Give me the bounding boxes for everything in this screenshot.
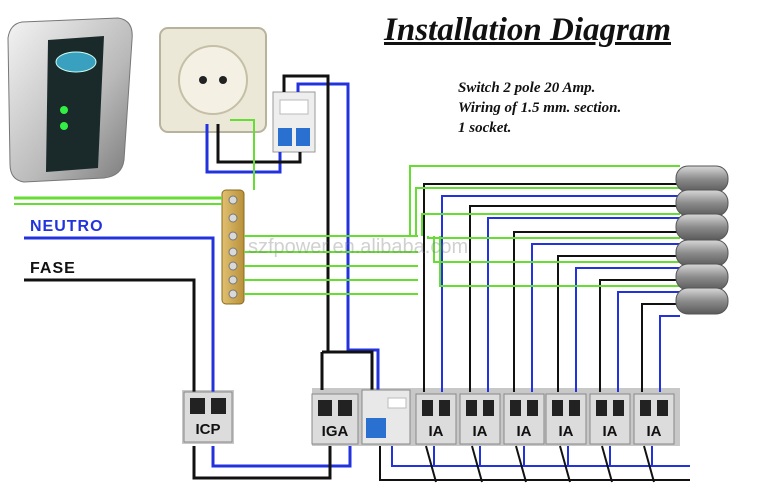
- ia-breaker-1-label: IA: [429, 423, 444, 440]
- phase-wires: [24, 74, 690, 483]
- icp-breaker: ICP: [183, 391, 233, 443]
- cable-end-2: [675, 189, 729, 217]
- circuit-earth-wires: [230, 119, 680, 295]
- ia-breaker-5-label: IA: [603, 423, 618, 440]
- earth-bus-bar-icon: [221, 189, 245, 305]
- phase-label: FASE: [30, 260, 76, 277]
- spec-notes: Switch 2 pole 20 Amp. Wiring of 1.5 mm. …: [458, 78, 621, 138]
- icp-breaker-label: ICP: [195, 421, 220, 438]
- ia-breaker-5: IA: [589, 393, 631, 445]
- spec-note-switch: Switch 2 pole 20 Amp.: [458, 80, 596, 96]
- ia-breaker-6: IA: [633, 393, 675, 445]
- watermark-text: szfpower.en.alibaba.com: [248, 236, 469, 258]
- ia-breaker-3-label: IA: [517, 423, 532, 440]
- neutral-label: NEUTRO: [30, 218, 104, 235]
- ia-breaker-4-label: IA: [559, 423, 574, 440]
- power-saver-device-icon: [7, 17, 133, 183]
- cable-end-5: [675, 263, 729, 291]
- cable-end-6: [675, 287, 729, 315]
- cable-end-1: [675, 165, 729, 193]
- cable-end-4: [675, 239, 729, 267]
- ia-breaker-2-label: IA: [473, 423, 488, 440]
- breaker-row: ICP IGA IA IA IA IA IA IA: [183, 389, 675, 445]
- ia-breaker-2: IA: [459, 393, 501, 445]
- ia-breaker-1: IA: [415, 393, 457, 445]
- neutral-wires: [24, 82, 690, 468]
- iga-breaker: IGA: [311, 393, 359, 445]
- ia-breaker-3: IA: [503, 393, 545, 445]
- iga-breaker-label: IGA: [322, 423, 349, 440]
- wall-socket-icon: [159, 27, 267, 133]
- spec-note-socket: 1 socket.: [458, 120, 512, 136]
- diagram-title: Installation Diagram: [384, 12, 671, 48]
- cable-end-3: [675, 213, 729, 241]
- spec-note-wiring: Wiring of 1.5 mm. section.: [458, 100, 622, 116]
- double-pole-switch-icon: [272, 91, 316, 153]
- cable-ends: [675, 165, 729, 315]
- differential-switch: [361, 389, 411, 445]
- ia-breaker-4: IA: [545, 393, 587, 445]
- ia-breaker-6-label: IA: [647, 423, 662, 440]
- earth-wires: [14, 196, 222, 205]
